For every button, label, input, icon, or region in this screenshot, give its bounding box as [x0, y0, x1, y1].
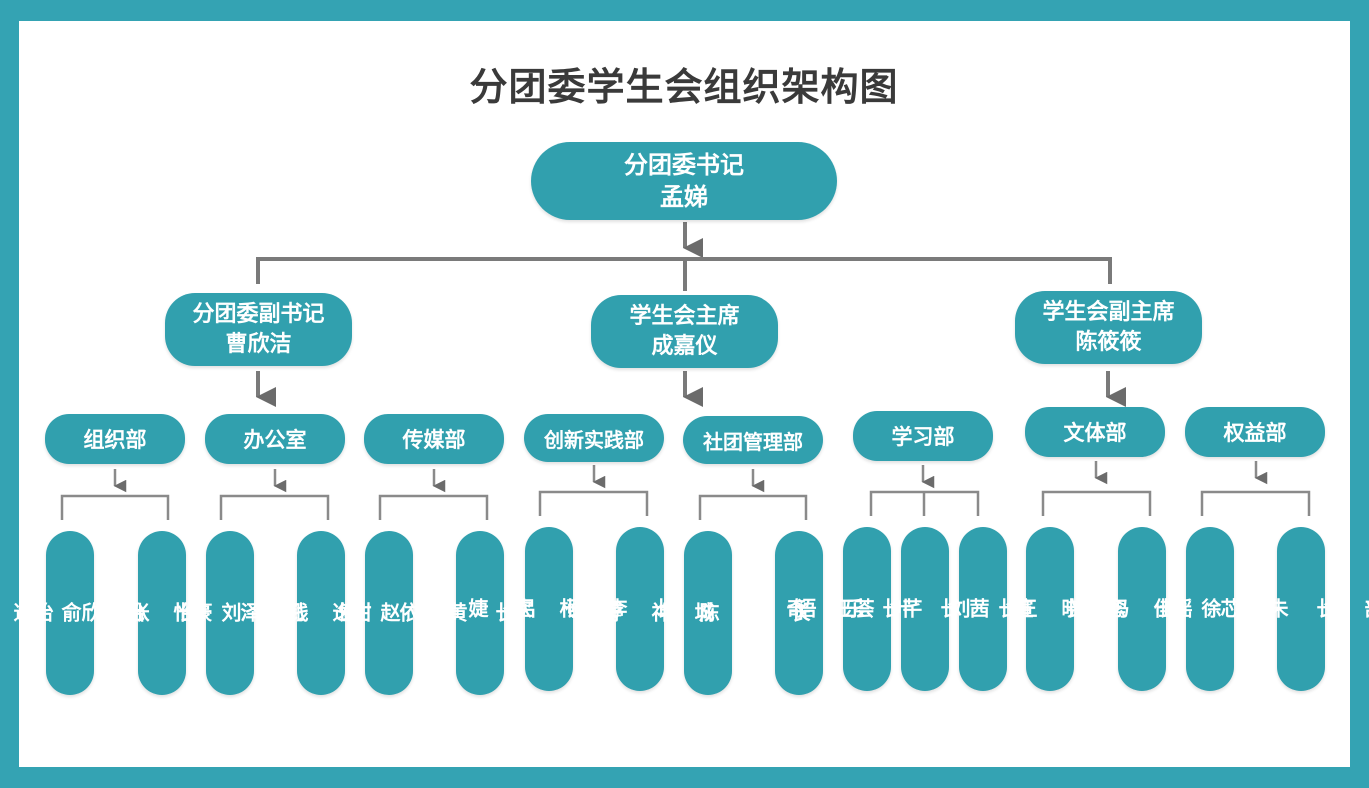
- president-name: 成嘉仪: [651, 333, 718, 359]
- dept-innovation: 创新实践部: [524, 414, 664, 462]
- president-role: 学生会主席: [629, 303, 740, 329]
- dept-office: 办公室: [205, 414, 345, 464]
- member-study-deputy-1: 副 部 长 叶 乐 语: [793, 527, 1057, 691]
- member-rights-deputy: 副 部 长 朱 芯 瑶: [1169, 527, 1369, 691]
- member-innovation-head: 部 长 吕 婕: [465, 527, 633, 691]
- member-office-deputy: 副 部 长 钱 泽 豪: [189, 531, 453, 695]
- member-office-head: 部 长 刘 怡 怡: [122, 531, 338, 695]
- dept-arts-sports: 文体部: [1025, 407, 1165, 457]
- member-club-deputy: 副 部 长 祝 城: [691, 531, 907, 695]
- node-deputy-secretary: 分团委副书记 曹欣洁: [165, 293, 352, 366]
- deputy-secretary-name: 曹欣洁: [225, 331, 292, 357]
- node-president: 学生会主席 成嘉仪: [591, 295, 778, 368]
- vice-president-name: 陈筱筱: [1075, 329, 1142, 355]
- vice-president-role: 学生会副主席: [1042, 299, 1175, 325]
- dept-study: 学习部: [853, 411, 993, 461]
- member-media-deputy: 副 部 长 黄 依 甜: [348, 531, 612, 695]
- dept-organization: 组织部: [45, 414, 185, 464]
- secretary-name: 孟娣: [660, 183, 708, 211]
- chart-title: 分团委学生会组织架构图: [469, 65, 899, 109]
- dept-media: 传媒部: [364, 414, 504, 464]
- node-secretary: 分团委书记 孟娣: [531, 142, 837, 220]
- dept-club-management: 社团管理部: [683, 416, 823, 464]
- deputy-secretary-role: 分团委副书记: [192, 301, 325, 327]
- node-vice-president: 学生会副主席 陈筱筱: [1015, 291, 1202, 364]
- secretary-role: 分团委书记: [624, 150, 744, 179]
- member-arts-deputy: 副 部 长 冯 晓 瑄: [1010, 527, 1274, 691]
- member-innovation-deputy: 副 部 长 李 柯 欣: [508, 527, 772, 691]
- dept-rights: 权益部: [1185, 407, 1325, 457]
